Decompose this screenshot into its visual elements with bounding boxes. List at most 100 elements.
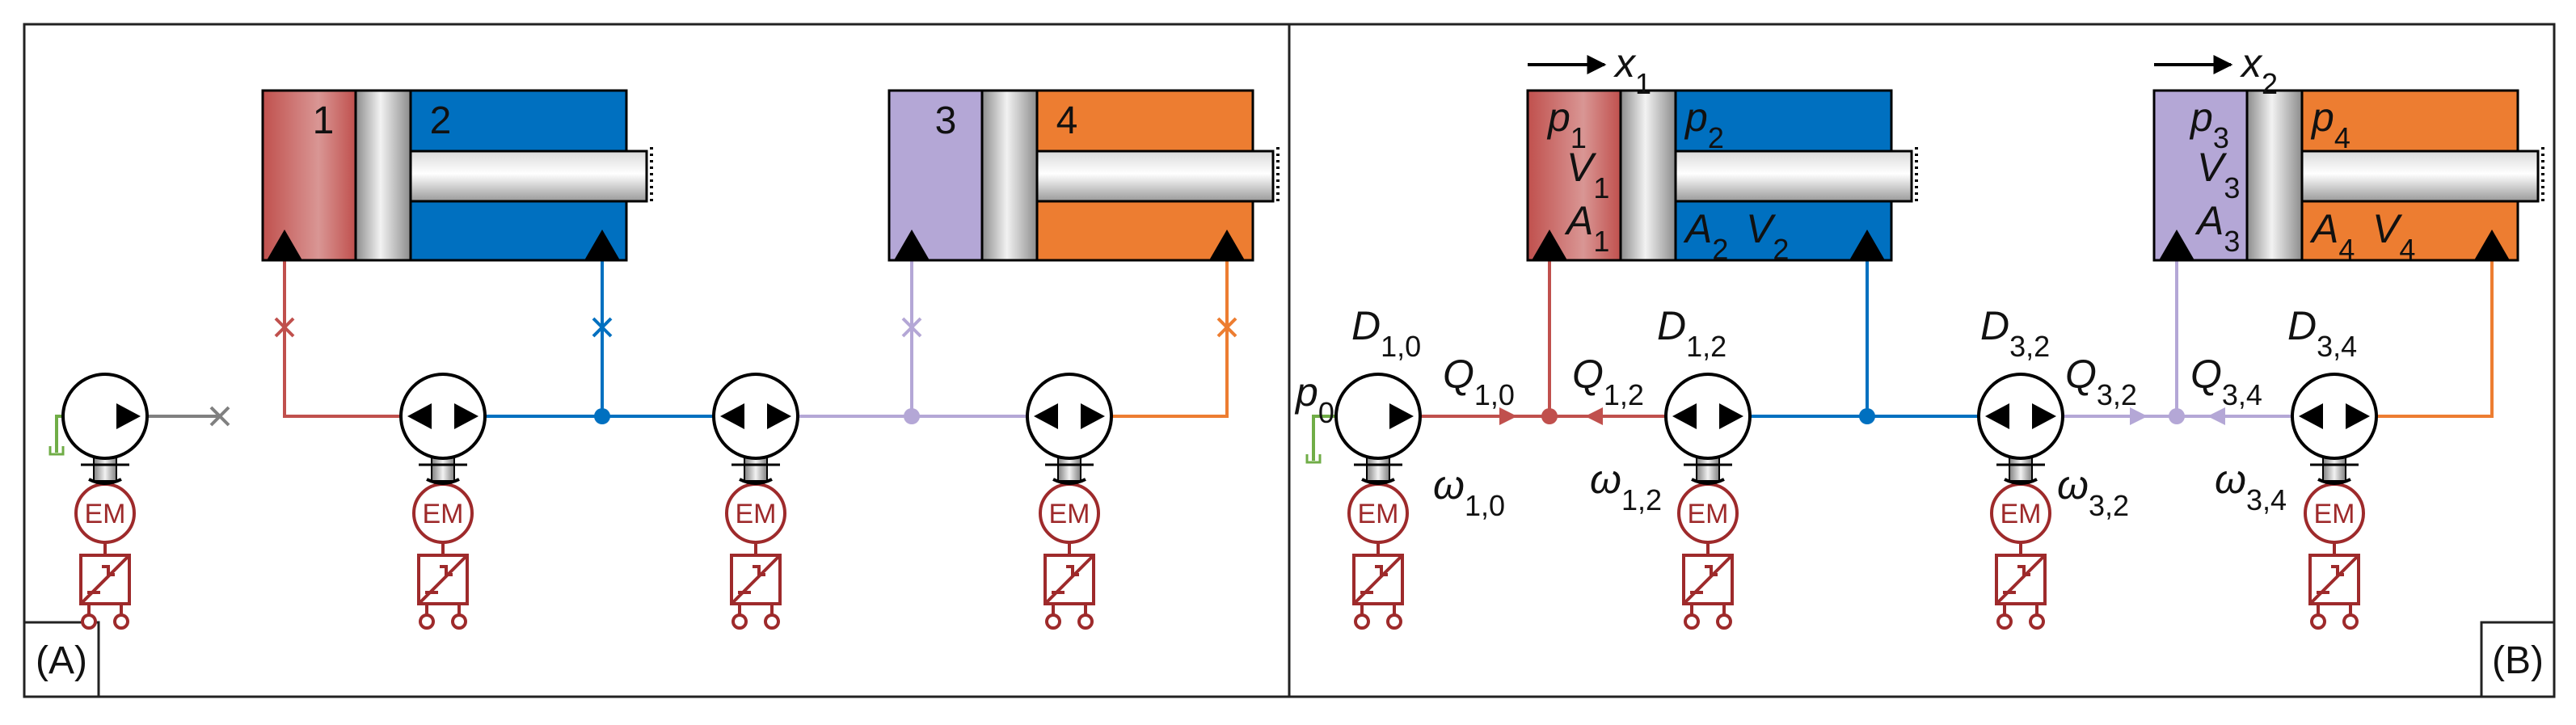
b-label-w34: ω3,4 (2215, 457, 2287, 516)
a-chamber-1-label: 1 (313, 99, 335, 142)
a-pump-3-inverter-wave (1066, 565, 1079, 576)
a-pump-1-terminal-left (419, 613, 435, 630)
b-label-d32: D3,2 (1980, 303, 2050, 363)
b-label-w10: ω1,0 (1433, 462, 1505, 522)
a-valve-grey-b (209, 406, 230, 427)
a-pump-0: EM (61, 373, 149, 630)
b-pump-0: EM (1334, 373, 1422, 630)
b-node-lilac (2169, 408, 2185, 424)
a-pump-1-flow-arrow-left (407, 403, 432, 429)
a-valve-blue-b (592, 317, 613, 338)
a-pump-2-rotation-arrow (739, 478, 773, 485)
a-pump-2-inverter-wave (753, 565, 765, 576)
a-cylinder-2-piston (980, 89, 1039, 262)
a-pump-0-motor-label: EM (85, 499, 126, 529)
a-chamber-4-label: 4 (1056, 99, 1078, 142)
b-pump-3-flow-arrow-right (2346, 403, 2370, 429)
b-pump-3-inverter-diag (2308, 554, 2360, 605)
b-cylinder-1-chamber-left (1526, 89, 1622, 262)
a-node-lilac (904, 408, 920, 424)
a-pump-2-pump-circle (712, 373, 799, 460)
a-pump-2-flow-arrow-right (767, 403, 791, 429)
a-valve-lilac-b (901, 317, 922, 338)
a-pump-0-pump-circle (61, 373, 149, 460)
b-label-q10: Q1,0 (1443, 352, 1515, 411)
b-pump-2-inverter-diag (1995, 554, 2047, 605)
b-pump-0-terminal-left (1354, 613, 1370, 630)
b-node-blue (1859, 408, 1875, 424)
a-pump-2-inverter-diag (730, 554, 782, 605)
b-pump-3-pump-circle (2291, 373, 2378, 460)
b-pump-1-flow-arrow-left (1672, 403, 1697, 429)
b-pump-1-terminal-left (1684, 613, 1700, 630)
a-pump-1: EM (399, 373, 487, 630)
b-cylinder-2-piston (2245, 89, 2304, 262)
b-label-p2: p2 (1684, 95, 1724, 154)
a-valve-grey (209, 406, 230, 427)
a-pump-3-inverter-diag (1043, 554, 1095, 605)
b-pump-0-pump-circle (1334, 373, 1422, 460)
b-pump-2-pump-circle (1977, 373, 2064, 460)
b-pump-2-flow-arrow-right (2032, 403, 2056, 429)
a-pump-2-motor-label: EM (736, 499, 777, 529)
b-pump-3-terminal-right (2342, 613, 2359, 630)
a-cylinder-1-rod (409, 150, 648, 203)
b-label-w12: ω1,2 (1590, 457, 1662, 516)
a-pump-3-terminal-right (1077, 613, 1094, 630)
a-pump-0-terminal-right (113, 613, 129, 630)
b-label-a4: A4 (2309, 206, 2355, 266)
panel-b-tag-box (2480, 621, 2556, 698)
a-pump-3-flow-arrow-left (1034, 403, 1058, 429)
b-pump-2-terminal-left (1996, 613, 2013, 630)
a-pump-3: EM (1026, 373, 1113, 630)
b-pump-0-inverter-diag (1352, 554, 1404, 605)
a-valve-red-b (274, 317, 295, 338)
b-cylinder-2-port-0 (2159, 230, 2194, 260)
a-cylinder-1 (261, 89, 653, 262)
a-pump-3-pump-circle (1026, 373, 1113, 460)
a-pump-1-terminal-right (451, 613, 467, 630)
a-pump-3-flow-arrow-right (1081, 403, 1105, 429)
a-tank (48, 446, 65, 456)
b-node-red (1541, 408, 1558, 424)
a-pump-0-rotation-arrow (88, 478, 122, 485)
a-node-blue (594, 408, 610, 424)
a-valve-orange-b (1216, 317, 1237, 338)
b-label-w32: ω3,2 (2057, 462, 2129, 522)
b-cylinder-2-chamber-left (2152, 89, 2249, 262)
b-label-d10: D1,0 (1351, 303, 1421, 363)
b-label-p0: p0 (1294, 369, 1334, 429)
b-pump-3-flow-arrow-left (2299, 403, 2323, 429)
b-pump-2: EM (1977, 373, 2064, 630)
a-cylinder-2-port-1 (1209, 230, 1245, 260)
a-cylinder-2-rod (1035, 150, 1275, 203)
a-line-green (55, 415, 63, 453)
a-cylinder-2-port-0 (894, 230, 930, 260)
b-cylinder-1-rod (1674, 150, 1913, 203)
b-tank (1305, 454, 1322, 464)
b-pump-2-rotation-arrow (2004, 478, 2038, 485)
a-valve-red (274, 317, 295, 338)
b-label-v1: V1 (1566, 145, 1609, 204)
b-label-q12: Q1,2 (1572, 352, 1644, 411)
a-pump-1-inverter-diag (417, 554, 469, 605)
b-cylinder-2-port-1 (2474, 230, 2510, 260)
a-line-orange (1111, 260, 1229, 418)
panel-b-tag: (B) (2492, 639, 2544, 682)
b-label-p3: p3 (2189, 95, 2229, 154)
b-label-v4: V4 (2372, 206, 2415, 266)
a-pump-3-motor-label: EM (1049, 499, 1090, 529)
a-pump-1-flow-arrow-right (454, 403, 479, 429)
a-pump-1-pump-circle (399, 373, 487, 460)
b-pump-0-flow-arrow-right (1389, 403, 1414, 429)
a-valve-blue (592, 317, 613, 338)
panel-a-tag-box (23, 621, 100, 698)
a-pump-1-motor-label: EM (423, 499, 464, 529)
b-x1-label: x1 (1613, 40, 1651, 100)
b-cylinder-1-port-0 (1532, 230, 1567, 260)
b-x2-label: x2 (2240, 40, 2278, 100)
